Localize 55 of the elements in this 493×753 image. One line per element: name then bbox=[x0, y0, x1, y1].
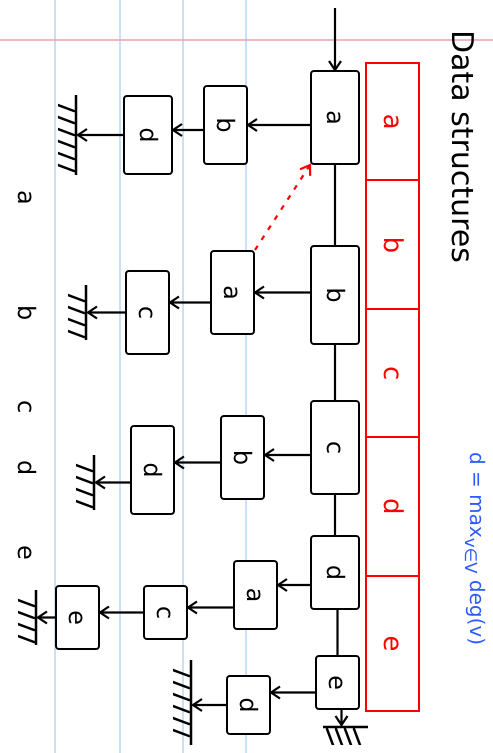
array-cell: a bbox=[367, 64, 418, 182]
null-terminator-symbol bbox=[173, 660, 193, 745]
array-cell: c bbox=[367, 310, 418, 438]
dashed-arrow bbox=[254, 164, 312, 251]
arrow bbox=[86, 305, 125, 320]
arrow bbox=[264, 448, 310, 462]
connector-line bbox=[334, 165, 336, 245]
list-node-box: e bbox=[315, 655, 360, 710]
arrow bbox=[328, 8, 342, 72]
list-node-box: d bbox=[130, 425, 175, 515]
array-cell: d bbox=[367, 438, 418, 577]
arrow bbox=[76, 128, 123, 142]
vertex-label: c bbox=[14, 400, 38, 414]
arrow bbox=[192, 698, 226, 712]
list-node-box: e bbox=[55, 585, 100, 650]
title: Data structures bbox=[444, 30, 479, 263]
connector-line bbox=[334, 345, 336, 400]
arrow bbox=[270, 685, 315, 700]
vertex-label: b bbox=[14, 305, 38, 320]
null-terminator-symbol bbox=[76, 455, 96, 510]
arrow bbox=[186, 600, 233, 615]
null-terminator-symbol bbox=[58, 95, 78, 175]
list-node-box: d bbox=[310, 535, 360, 610]
array-cell: b bbox=[367, 181, 418, 310]
null-terminator-symbol bbox=[18, 590, 38, 645]
list-node-box: d bbox=[123, 95, 173, 175]
vertex-label: a bbox=[14, 190, 38, 205]
list-node-box: a bbox=[233, 560, 278, 630]
list-node-box: a bbox=[310, 70, 360, 165]
null-terminator-symbol bbox=[323, 725, 368, 745]
null-terminator-symbol bbox=[68, 285, 88, 340]
arrow bbox=[334, 710, 349, 726]
connector-line bbox=[336, 610, 339, 655]
list-node-box: a bbox=[210, 250, 255, 335]
vertex-label: e bbox=[14, 545, 38, 560]
list-node-box: c bbox=[143, 585, 188, 640]
list-node-box: b bbox=[220, 415, 265, 500]
vertex-label: d bbox=[14, 460, 38, 476]
arrow bbox=[254, 285, 310, 300]
arrow bbox=[276, 578, 310, 592]
array-band bbox=[365, 62, 420, 712]
arrow bbox=[168, 295, 210, 310]
array-cell: e bbox=[367, 576, 418, 710]
list-node-box: b bbox=[310, 245, 360, 345]
list-node-box: d bbox=[226, 675, 271, 735]
connector-line bbox=[334, 495, 336, 535]
arrow bbox=[172, 122, 203, 138]
list-node-box: c bbox=[310, 400, 360, 495]
arrow bbox=[36, 610, 55, 625]
list-node-box: c bbox=[125, 270, 170, 355]
arrow bbox=[98, 605, 143, 620]
arrow bbox=[246, 118, 310, 132]
arrow bbox=[174, 455, 220, 470]
list-node-box: b bbox=[203, 85, 248, 165]
arrow bbox=[94, 475, 130, 490]
